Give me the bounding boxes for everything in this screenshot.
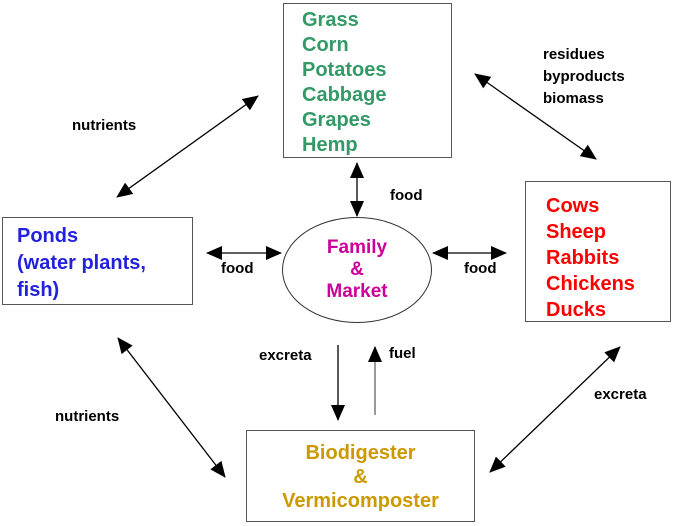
edge-label-food-top: food — [390, 187, 423, 204]
arrow-ponds-biodigester-nutrients — [117, 337, 226, 478]
family-text-line: Family — [326, 237, 388, 258]
family-text-line: Market — [326, 281, 388, 302]
node-biodigester: Biodigester & Vermicomposter — [246, 430, 475, 522]
crop-item: Grapes — [302, 109, 371, 131]
edge-label-fuel: fuel — [389, 345, 416, 362]
ponds-text-line: Ponds — [17, 225, 79, 247]
crop-item: Cabbage — [302, 84, 387, 106]
node-crops: Grass Corn Potatoes Cabbage Grapes Hemp — [283, 3, 452, 158]
ponds-text-line: fish) — [17, 279, 60, 301]
arrow-crops-livestock-residues — [474, 73, 597, 160]
arrow-livestock-biodigester-excreta — [489, 346, 621, 473]
edge-label-residues-block: residues byproducts biomass — [543, 44, 625, 110]
edge-label-nutrients-top: nutrients — [72, 117, 137, 134]
crop-item: Grass — [302, 9, 359, 31]
livestock-item: Cows — [546, 195, 600, 217]
crop-item: Corn — [302, 34, 349, 56]
node-family-market: Family & Market — [282, 217, 432, 323]
crop-item: Hemp — [302, 134, 358, 156]
biodigester-text-line: & — [353, 466, 368, 488]
edge-label-residues-line: byproducts — [543, 68, 625, 85]
edge-label-excreta-center: excreta — [259, 347, 312, 364]
edge-label-nutrients-bottom: nutrients — [55, 408, 120, 425]
ponds-text-line: (water plants, — [17, 252, 146, 274]
family-text-line: & — [350, 259, 364, 280]
edge-label-residues-line: residues — [543, 46, 605, 63]
arrow-ponds-crops-nutrients — [116, 95, 259, 198]
node-livestock: Cows Sheep Rabbits Chickens Ducks — [525, 181, 671, 322]
edge-label-food-right: food — [464, 260, 497, 277]
crop-item: Potatoes — [302, 59, 387, 81]
edge-label-food-left: food — [221, 260, 254, 277]
node-ponds: Ponds (water plants, fish) — [2, 217, 193, 305]
edge-label-excreta-right: excreta — [594, 386, 647, 403]
livestock-item: Chickens — [546, 273, 635, 295]
edge-label-residues-line: biomass — [543, 90, 604, 107]
biodigester-text-line: Biodigester — [305, 442, 416, 464]
livestock-item: Rabbits — [546, 247, 620, 269]
livestock-item: Sheep — [546, 221, 607, 243]
biodigester-text-line: Vermicomposter — [282, 490, 439, 512]
livestock-item: Ducks — [546, 299, 607, 321]
